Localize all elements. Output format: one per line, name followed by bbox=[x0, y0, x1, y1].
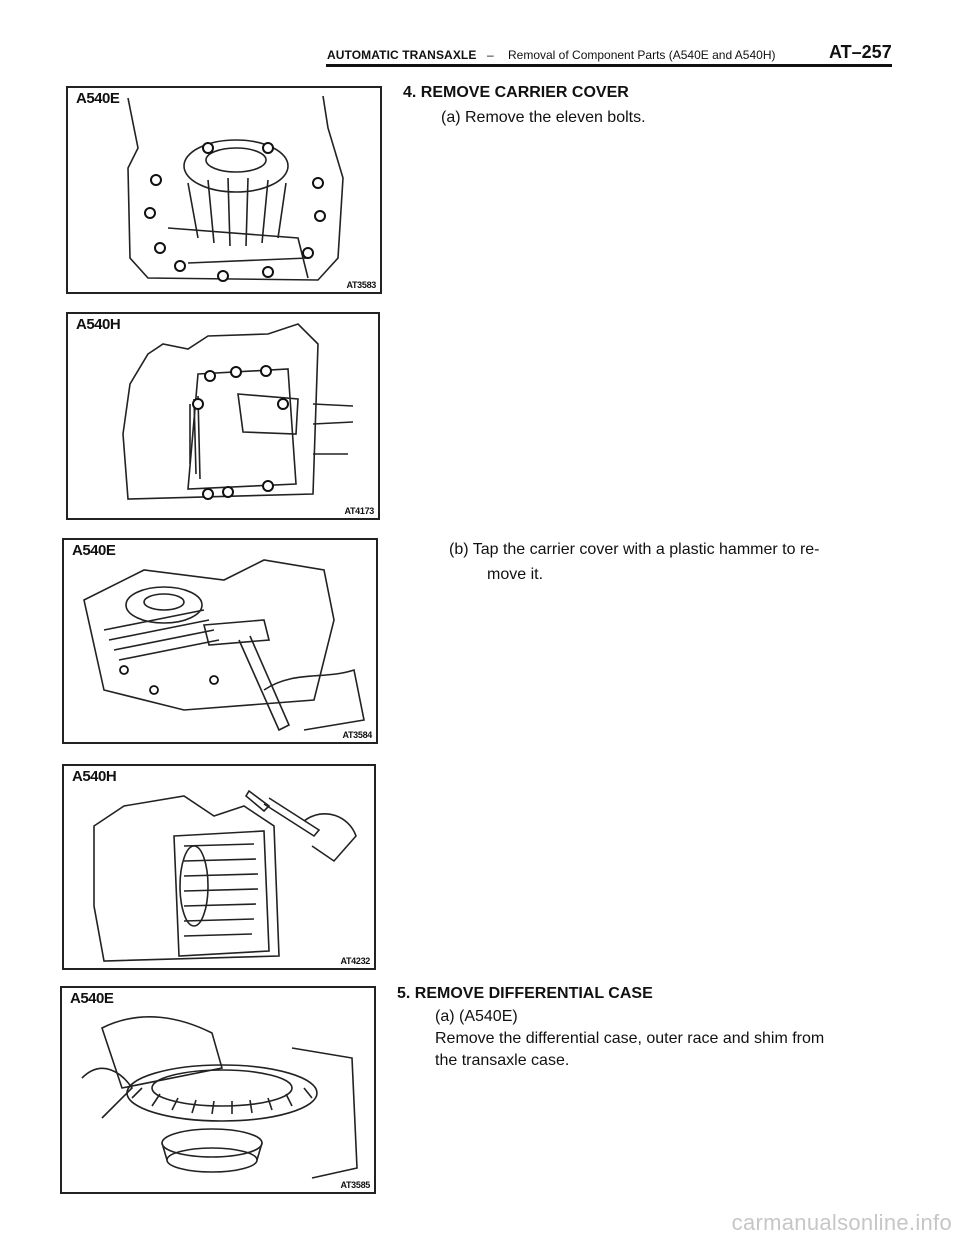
step-5-heading: 5. REMOVE DIFFERENTIAL CASE bbox=[397, 985, 653, 1002]
step-5a-instruction-line1: Remove the differential case, outer race… bbox=[435, 1030, 825, 1047]
step-4a-text: (a) Remove the eleven bolts. bbox=[441, 109, 646, 126]
transaxle-illustration bbox=[81, 1016, 358, 1179]
figure-model-label: A540E bbox=[70, 542, 118, 559]
step-4b-text-line2: move it. bbox=[487, 566, 544, 583]
watermark: carmanualsonline.info bbox=[731, 1210, 952, 1235]
figure-hammer-tap-a540e: A540E AT3584 bbox=[62, 538, 378, 744]
transaxle-illustration bbox=[127, 95, 344, 282]
figure-model-label: A540E bbox=[74, 90, 122, 107]
figure-code: AT3584 bbox=[342, 730, 372, 740]
figure-carrier-cover-a540h: A540H AT4173 bbox=[66, 312, 380, 520]
transaxle-illustration bbox=[122, 323, 354, 500]
step-4b-text-line1: (b) Tap the carrier cover with a plastic… bbox=[449, 541, 820, 558]
header-separator: – bbox=[487, 48, 494, 62]
section-title: AUTOMATIC TRANSAXLE bbox=[327, 48, 477, 62]
figure-model-label: A540E bbox=[68, 990, 116, 1007]
figure-code: AT3585 bbox=[340, 1180, 370, 1190]
figure-model-label: A540H bbox=[70, 768, 119, 785]
section-subtitle: Removal of Component Parts (A540E and A5… bbox=[508, 48, 776, 62]
transaxle-illustration bbox=[93, 789, 357, 962]
figure-carrier-cover-a540e: A540E AT3583 bbox=[66, 86, 382, 294]
figure-hammer-tap-a540h: A540H AT4232 bbox=[62, 764, 376, 970]
figure-code: AT4232 bbox=[340, 956, 370, 966]
page-header: AUTOMATIC TRANSAXLE – Removal of Compone… bbox=[0, 40, 960, 67]
header-rule bbox=[326, 64, 892, 67]
step-4-heading: 4. REMOVE CARRIER COVER bbox=[403, 84, 629, 101]
figure-code: AT3583 bbox=[346, 280, 376, 290]
step-5a-instruction-line2: the transaxle case. bbox=[435, 1052, 570, 1069]
figure-differential-removal-a540e: A540E AT3585 bbox=[60, 986, 376, 1194]
transaxle-illustration bbox=[83, 559, 365, 732]
figure-model-label: A540H bbox=[74, 316, 123, 333]
step-5a-text: (a) (A540E) bbox=[435, 1008, 518, 1025]
page-number: AT–257 bbox=[829, 42, 892, 62]
figure-code: AT4173 bbox=[344, 506, 374, 516]
